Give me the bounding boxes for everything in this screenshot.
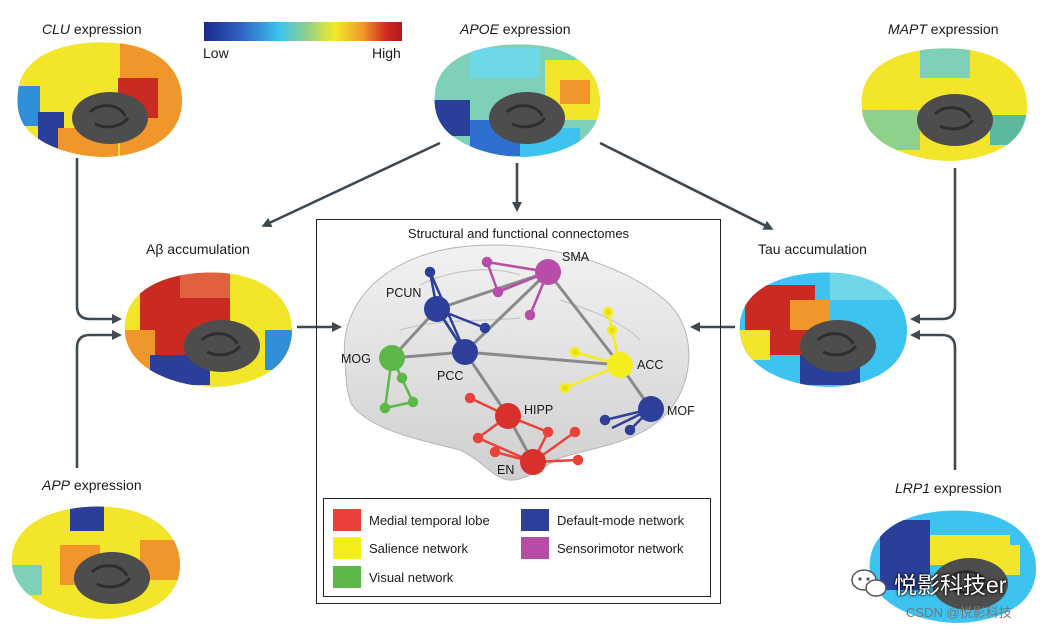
colorbar-high-label: High: [372, 45, 401, 61]
legend-swatch-mtl: [333, 509, 361, 531]
tau-accumulation-label: Tau accumulation: [758, 241, 867, 257]
legend-item-visual: Visual network: [333, 566, 453, 588]
arrow-apoe-to-abeta: [261, 141, 441, 227]
abeta-accumulation-label: Aβ accumulation: [146, 241, 250, 257]
legend-swatch-visual: [333, 566, 361, 588]
mapt-brainstem: [917, 94, 993, 146]
label-sma: SMA: [562, 250, 590, 264]
clu-expression-label: CLU expression: [42, 21, 142, 37]
legend-swatch-salience: [333, 537, 361, 559]
connectome-panel: [316, 219, 721, 604]
arrow-mapt-to-tau: [910, 168, 957, 324]
wechat-icon: [851, 569, 887, 597]
colorbar-low-label: Low: [203, 45, 229, 61]
tau-brainstem: [800, 320, 876, 372]
node-mog: [379, 345, 405, 371]
colorbar: [204, 22, 402, 41]
label-mof: MOF: [667, 404, 695, 418]
legend-swatch-sensorimotor: [521, 537, 549, 559]
abeta-brainstem: [184, 320, 260, 372]
label-acc: ACC: [637, 358, 664, 372]
mapt-expression-label: MAPT expression: [888, 21, 999, 37]
arrow-app-to-abeta: [75, 330, 122, 468]
app-brainstem: [74, 552, 150, 604]
watermark-text: 悦影科技er: [894, 572, 1007, 598]
label-en: EN: [497, 463, 515, 477]
clu-brainstem: [72, 92, 148, 144]
node-acc: [607, 352, 633, 378]
apoe-expression-label: APOE expression: [460, 21, 571, 37]
node-hipp: [495, 403, 521, 429]
arrow-clu-to-abeta: [75, 158, 122, 324]
watermark-csdn: CSDN @悦影科技: [906, 605, 1012, 620]
app-expression-label: APP expression: [42, 477, 142, 493]
flow-arrows: [75, 141, 957, 470]
label-pcc: PCC: [437, 369, 464, 383]
legend-item-sensorimotor: Sensorimotor network: [521, 537, 683, 559]
lrp1-brainstem: [932, 558, 1008, 610]
label-hipp: HIPP: [524, 403, 554, 417]
lrp1-expression-label: LRP1 expression: [895, 480, 1002, 496]
node-en: [520, 449, 546, 475]
arrow-apoe-to-tau: [599, 141, 774, 230]
legend-item-mtl: Medial temporal lobe: [333, 509, 490, 531]
network-legend: [323, 498, 711, 597]
node-pcc: [452, 339, 478, 365]
node-sma: [535, 259, 561, 285]
label-pcun: PCUN: [386, 286, 422, 300]
label-mog: MOG: [341, 352, 371, 366]
apoe-brainstem: [489, 92, 565, 144]
node-pcun: [424, 296, 450, 322]
connectome-title: Structural and functional connectomes: [407, 226, 630, 241]
legend-item-salience: Salience network: [333, 537, 468, 559]
legend-swatch-dmn: [521, 509, 549, 531]
node-mof: [638, 396, 664, 422]
arrow-lrp1-to-tau: [910, 330, 957, 470]
legend-item-dmn: Default-mode network: [521, 509, 684, 531]
